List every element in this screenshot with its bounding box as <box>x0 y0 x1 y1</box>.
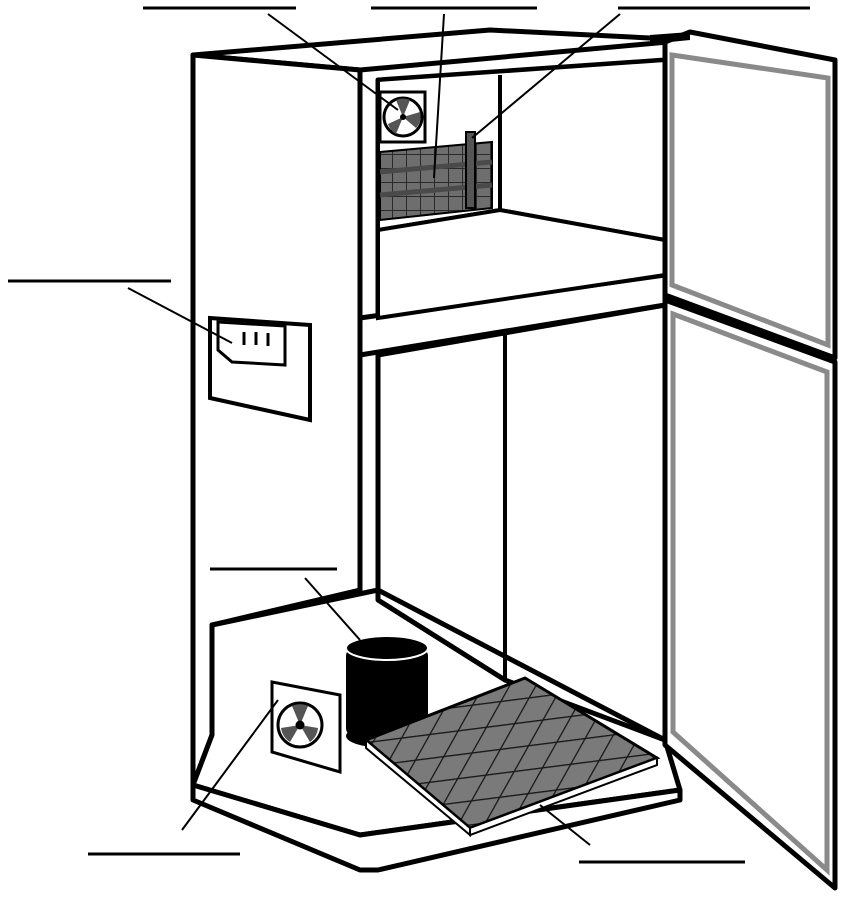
condenser-coils <box>363 676 661 838</box>
condenser-fan <box>270 680 342 775</box>
blank-compressor <box>210 567 361 641</box>
label-blanks <box>8 6 810 864</box>
blank-temperature-control <box>8 279 233 344</box>
evaporator-fan <box>378 90 427 144</box>
blank-evaporator-fan <box>143 6 399 111</box>
defrost-heater <box>465 131 476 209</box>
machine-floor-front <box>190 782 683 873</box>
temperature-control <box>208 315 312 423</box>
blank-condenser-fan <box>88 699 279 856</box>
fridge-door <box>662 297 838 891</box>
blank-condenser-coils <box>539 804 745 864</box>
freezer-compartment <box>376 57 667 321</box>
blank-defrost-heater <box>471 6 810 139</box>
freezer-door <box>650 29 838 361</box>
blank-evaporator-coils <box>371 6 537 179</box>
